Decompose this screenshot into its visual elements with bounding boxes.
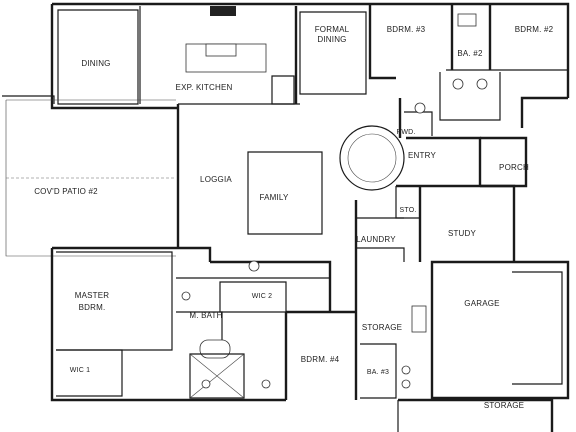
label-covd-patio: COV'D PATIO #2	[34, 187, 98, 196]
label-wic2: WIC 2	[252, 293, 272, 300]
label-formal-dining-2: DINING	[317, 35, 346, 44]
label-m-bath: M. BATH	[189, 311, 222, 320]
label-family: FAMILY	[259, 193, 289, 202]
label-laundry: LAUNDRY	[356, 235, 396, 244]
label-ba3: BA. #3	[367, 369, 389, 376]
label-bdrm3: BDRM. #3	[387, 25, 426, 34]
label-exp-kitchen: EXP. KITCHEN	[176, 83, 233, 92]
label-bdrm2: BDRM. #2	[515, 25, 554, 34]
label-garage: GARAGE	[464, 299, 499, 308]
label-storage-mid: STORAGE	[362, 323, 402, 332]
label-dining: DINING	[81, 59, 110, 68]
label-porch: PORCH	[499, 163, 529, 172]
room-labels: DINING EXP. KITCHEN FORMAL DINING BDRM. …	[34, 25, 553, 410]
label-entry: ENTRY	[408, 151, 436, 160]
label-wic1: WIC 1	[70, 367, 90, 374]
label-formal-dining-1: FORMAL	[315, 25, 350, 34]
label-loggia: LOGGIA	[200, 175, 232, 184]
label-storage-bottom: STORAGE	[484, 401, 524, 410]
label-pwd: PWD.	[396, 129, 415, 136]
label-master-1: MASTER	[75, 291, 110, 300]
label-sto: STO.	[399, 207, 416, 214]
label-ba2: BA. #2	[457, 49, 483, 58]
label-bdrm4: BDRM. #4	[301, 355, 340, 364]
label-master-2: BDRM.	[79, 303, 106, 312]
label-study: STUDY	[448, 229, 477, 238]
